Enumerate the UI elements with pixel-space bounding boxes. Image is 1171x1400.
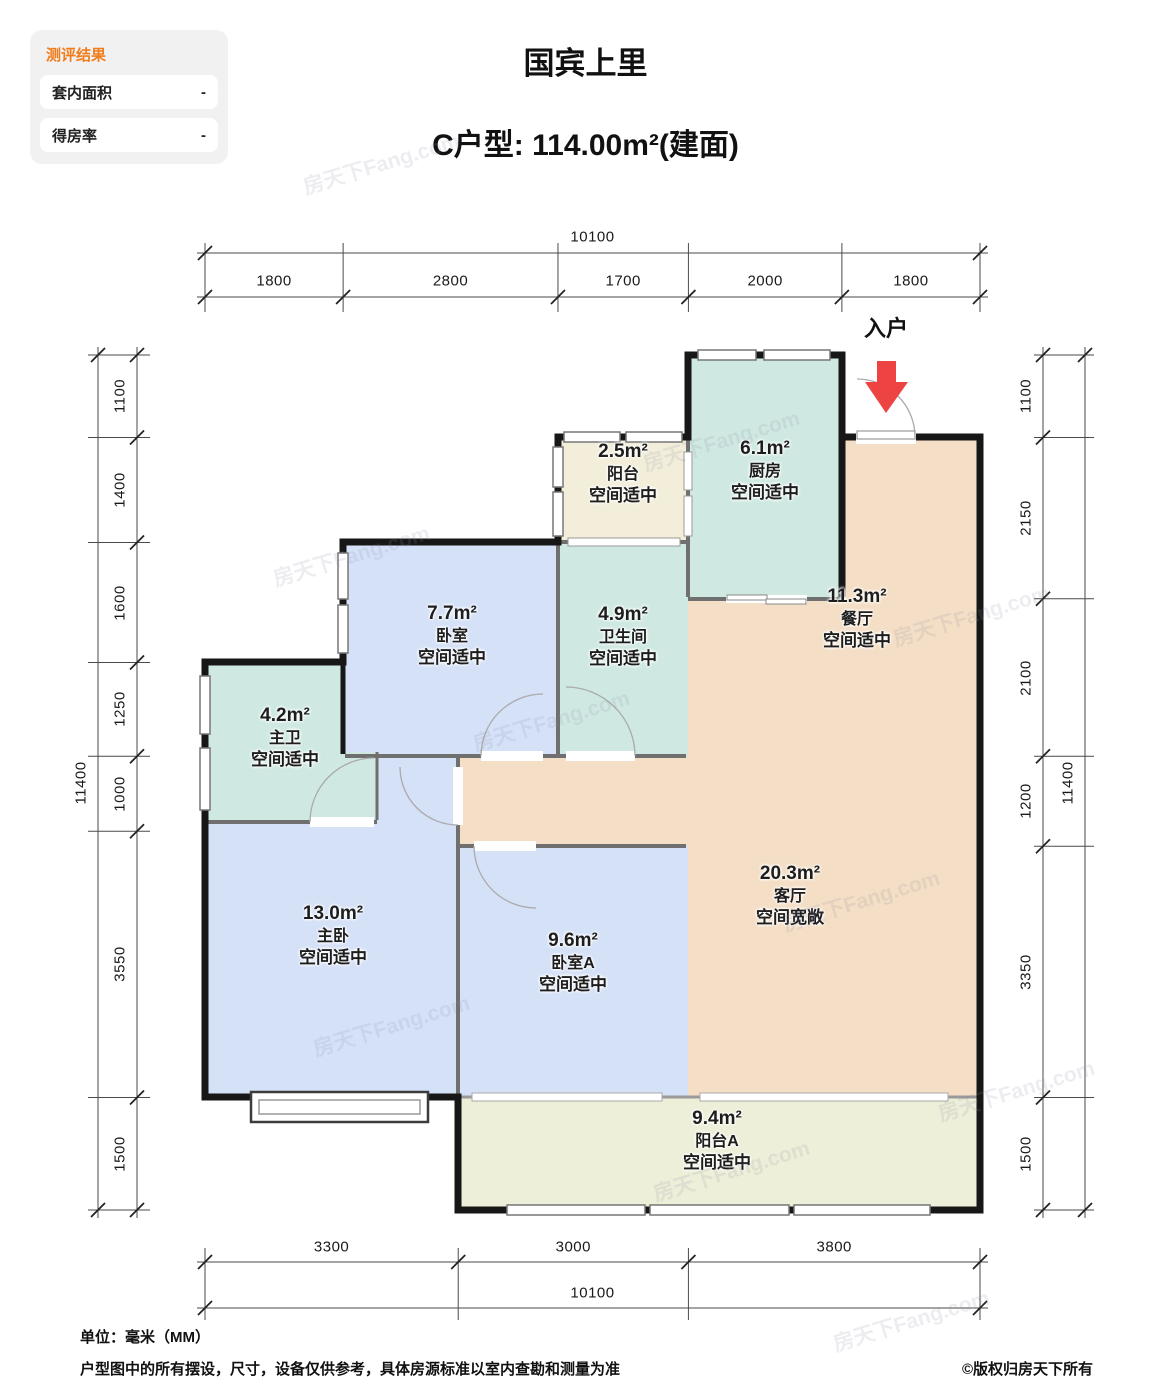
bay-window — [249, 1090, 430, 1124]
bedroom-door-arc — [480, 693, 544, 757]
room-fill-balcony — [558, 437, 688, 542]
unit-note: 单位：毫米（MM） — [80, 1329, 210, 1346]
eval-row-value: - — [201, 83, 206, 101]
master-bath-door-arc — [309, 757, 375, 823]
bath-door-arc — [565, 686, 636, 757]
doors — [309, 378, 916, 909]
eval-row-usable-ratio: 得房率 - — [40, 118, 218, 152]
eval-row-inner-area: 套内面积 - — [40, 75, 218, 109]
dimension-lines — [88, 243, 1094, 1320]
room-fill-balcony-a — [458, 1097, 980, 1210]
vestibule-door-arc — [399, 766, 459, 826]
sliding-door-panel — [726, 594, 768, 601]
bedroom-a-door-arc — [473, 845, 537, 909]
room-fill-master-bath — [205, 662, 377, 822]
windows — [199, 349, 949, 1216]
entry-door-leaf — [856, 430, 916, 440]
room-fill-kitchen — [688, 355, 842, 599]
eval-row-label: 套内面积 — [52, 84, 113, 102]
sliding-door-panel — [765, 598, 807, 605]
entry-arrow-icon — [865, 361, 908, 413]
unit-subtitle: C户型: 114.00m²(建面) — [432, 129, 739, 162]
project-title: 国宾上里 — [523, 46, 648, 81]
room-fills — [205, 355, 980, 1210]
room-fill-bedroom-a — [458, 846, 688, 1097]
disclaimer: 户型图中的所有摆设，尺寸，设备仅供参考，具体房源标准以室内查勘和测量为准 — [80, 1361, 621, 1378]
evaluation-panel-title: 测评结果 — [46, 47, 107, 64]
room-fill-bedroom — [343, 542, 558, 756]
eval-row-value: - — [201, 126, 206, 144]
evaluation-panel: 测评结果 套内面积 - 得房率 - — [30, 30, 228, 164]
room-fill-living — [458, 437, 980, 1097]
eval-row-label: 得房率 — [52, 127, 98, 145]
room-fill-master-bedroom — [205, 822, 458, 1097]
room-fill-bath — [558, 542, 688, 756]
copyright: ©版权归房天下所有 — [961, 1361, 1093, 1378]
